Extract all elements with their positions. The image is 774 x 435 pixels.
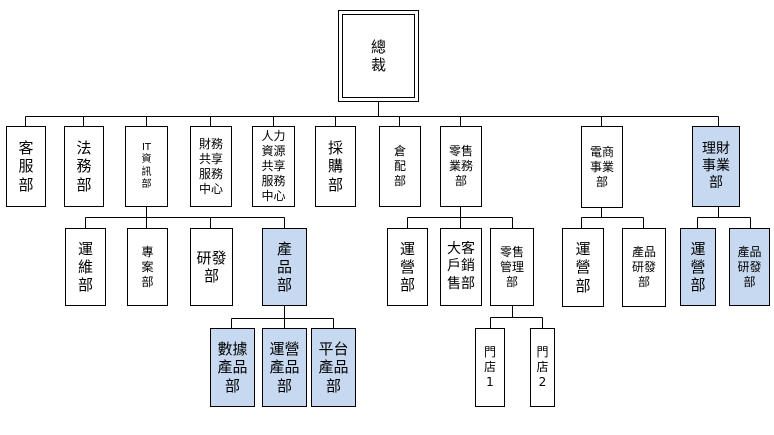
node-label: 運營部 <box>399 239 415 295</box>
node-hr-ssc: 人力資源共享服務中心 <box>252 126 295 207</box>
node-warehouse: 倉配部 <box>379 126 421 207</box>
node-label: 運營部 <box>575 240 591 295</box>
node-label: 理財事業部 <box>701 140 730 192</box>
node-key-account-sales: 大客戶銷售部 <box>440 228 482 306</box>
node-store-2: 門店2 <box>530 328 555 407</box>
node-platform-product: 平台產品部 <box>311 328 356 407</box>
node-label: 運營產品部 <box>269 340 300 395</box>
node-label: 運維部 <box>77 239 93 295</box>
node-label: 大客戶銷售部 <box>446 241 475 292</box>
node-wealth: 理財事業部 <box>692 126 740 207</box>
node-label: 產品研發部 <box>737 244 762 289</box>
node-label: 人力資源共享服務中心 <box>261 129 286 203</box>
node-president: 總裁 <box>338 10 419 102</box>
node-label: 產品研發部 <box>631 245 656 289</box>
node-label: 平台產品部 <box>318 340 349 395</box>
node-it-rnd: 研發部 <box>190 228 233 306</box>
node-label: 運營部 <box>690 239 706 295</box>
node-label: 法務部 <box>76 139 92 194</box>
node-label: 專案部 <box>141 244 154 289</box>
node-label: IT資訊部 <box>141 141 152 191</box>
node-label: 研發部 <box>196 248 227 285</box>
node-label: 數據產品部 <box>217 340 248 395</box>
node-retail-ops: 運營部 <box>387 228 428 306</box>
node-label: 零售管理部 <box>499 244 524 289</box>
node-label: 零售業務部 <box>448 144 473 188</box>
node-label: 客服部 <box>18 139 34 194</box>
node-label: 倉配部 <box>393 144 406 188</box>
node-data-product: 數據產品部 <box>210 328 255 407</box>
node-label: 電商事業部 <box>589 144 614 189</box>
node-label: 財務共享服務中心 <box>198 136 223 196</box>
node-legal: 法務部 <box>64 126 104 207</box>
node-it-product: 產品部 <box>262 228 307 306</box>
node-retail-mgmt: 零售管理部 <box>490 228 534 306</box>
node-ec-ops: 運營部 <box>562 228 604 307</box>
node-label: 門店1 <box>483 345 496 389</box>
node-ec-rnd: 產品研發部 <box>622 228 666 307</box>
node-finance-ssc: 財務共享服務中心 <box>190 126 232 207</box>
node-label: 採購部 <box>327 139 343 194</box>
node-ecommerce: 電商事業部 <box>581 126 623 208</box>
node-wealth-rnd: 產品研發部 <box>729 228 770 306</box>
node-retail: 零售業務部 <box>440 126 482 207</box>
node-it: IT資訊部 <box>125 126 168 207</box>
node-ops-product: 運營產品部 <box>262 328 307 407</box>
node-label: 總裁 <box>370 37 386 74</box>
node-procurement: 採購部 <box>315 126 356 207</box>
node-it-ops: 運維部 <box>65 228 106 306</box>
node-label: 產品部 <box>276 239 292 295</box>
node-wealth-ops: 運營部 <box>680 228 716 306</box>
node-label: 門店2 <box>536 345 549 389</box>
node-customer-service: 客服部 <box>6 126 46 207</box>
node-store-1: 門店1 <box>475 328 505 407</box>
node-it-project: 專案部 <box>127 228 168 306</box>
